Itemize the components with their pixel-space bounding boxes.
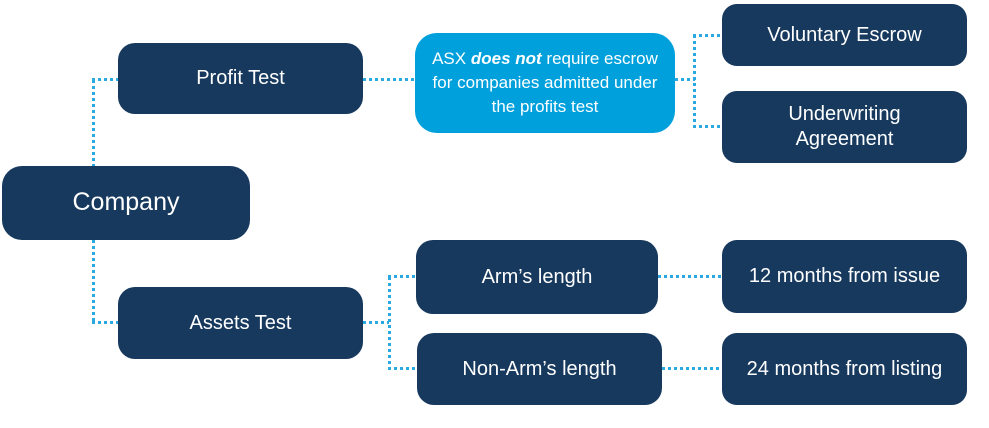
node-company-label: Company <box>72 188 180 217</box>
node-12-months-from-issue: 12 months from issue <box>722 240 967 313</box>
node-profit-test: Profit Test <box>118 43 363 114</box>
connector-company-profit-test <box>92 78 118 81</box>
node-arms-length-label: Arm’s length <box>481 265 593 288</box>
node-voluntary-escrow: Voluntary Escrow <box>722 4 967 66</box>
node-asx-escrow-note: ASX does not require escrow for companie… <box>415 33 675 133</box>
connector-assets-split-vertical <box>388 277 391 369</box>
connector-split-arms-length <box>388 275 416 278</box>
connector-non-arms-24-months <box>662 367 722 370</box>
node-voluntary-escrow-label: Voluntary Escrow <box>767 23 922 46</box>
connector-split-non-arms-length <box>388 367 417 370</box>
node-24-months-from-listing: 24 months from listing <box>722 333 967 405</box>
node-profit-test-label: Profit Test <box>196 67 285 89</box>
connector-note-split-stub <box>675 78 695 81</box>
node-underwriting-agreement-label: Underwriting Agreement <box>788 103 901 150</box>
node-underwriting-agreement: Underwriting Agreement <box>722 91 967 163</box>
connector-company-up-vertical <box>92 80 95 166</box>
node-12-months-from-issue-label: 12 months from issue <box>748 265 941 287</box>
node-assets-test: Assets Test <box>118 287 363 359</box>
node-company: Company <box>2 166 250 240</box>
connector-company-assets-test <box>92 321 118 324</box>
asx-note-emphasis: does not <box>470 49 542 69</box>
connector-note-split-vertical <box>693 35 696 127</box>
node-non-arms-length: Non-Arm’s length <box>417 333 662 405</box>
node-assets-test-label: Assets Test <box>189 311 292 334</box>
connector-split-voluntary-escrow <box>693 34 722 37</box>
connector-arms-12-months <box>658 275 722 278</box>
connector-profit-test-note <box>363 78 415 81</box>
node-asx-escrow-note-text: ASX does not require escrow for companie… <box>432 49 658 116</box>
connector-split-underwriting <box>693 125 722 128</box>
node-non-arms-length-label: Non-Arm’s length <box>462 357 617 380</box>
node-24-months-from-listing-label: 24 months from listing <box>746 357 943 380</box>
connector-company-down-vertical <box>92 240 95 323</box>
connector-assets-split-stub <box>363 321 389 324</box>
node-arms-length: Arm’s length <box>416 240 658 314</box>
